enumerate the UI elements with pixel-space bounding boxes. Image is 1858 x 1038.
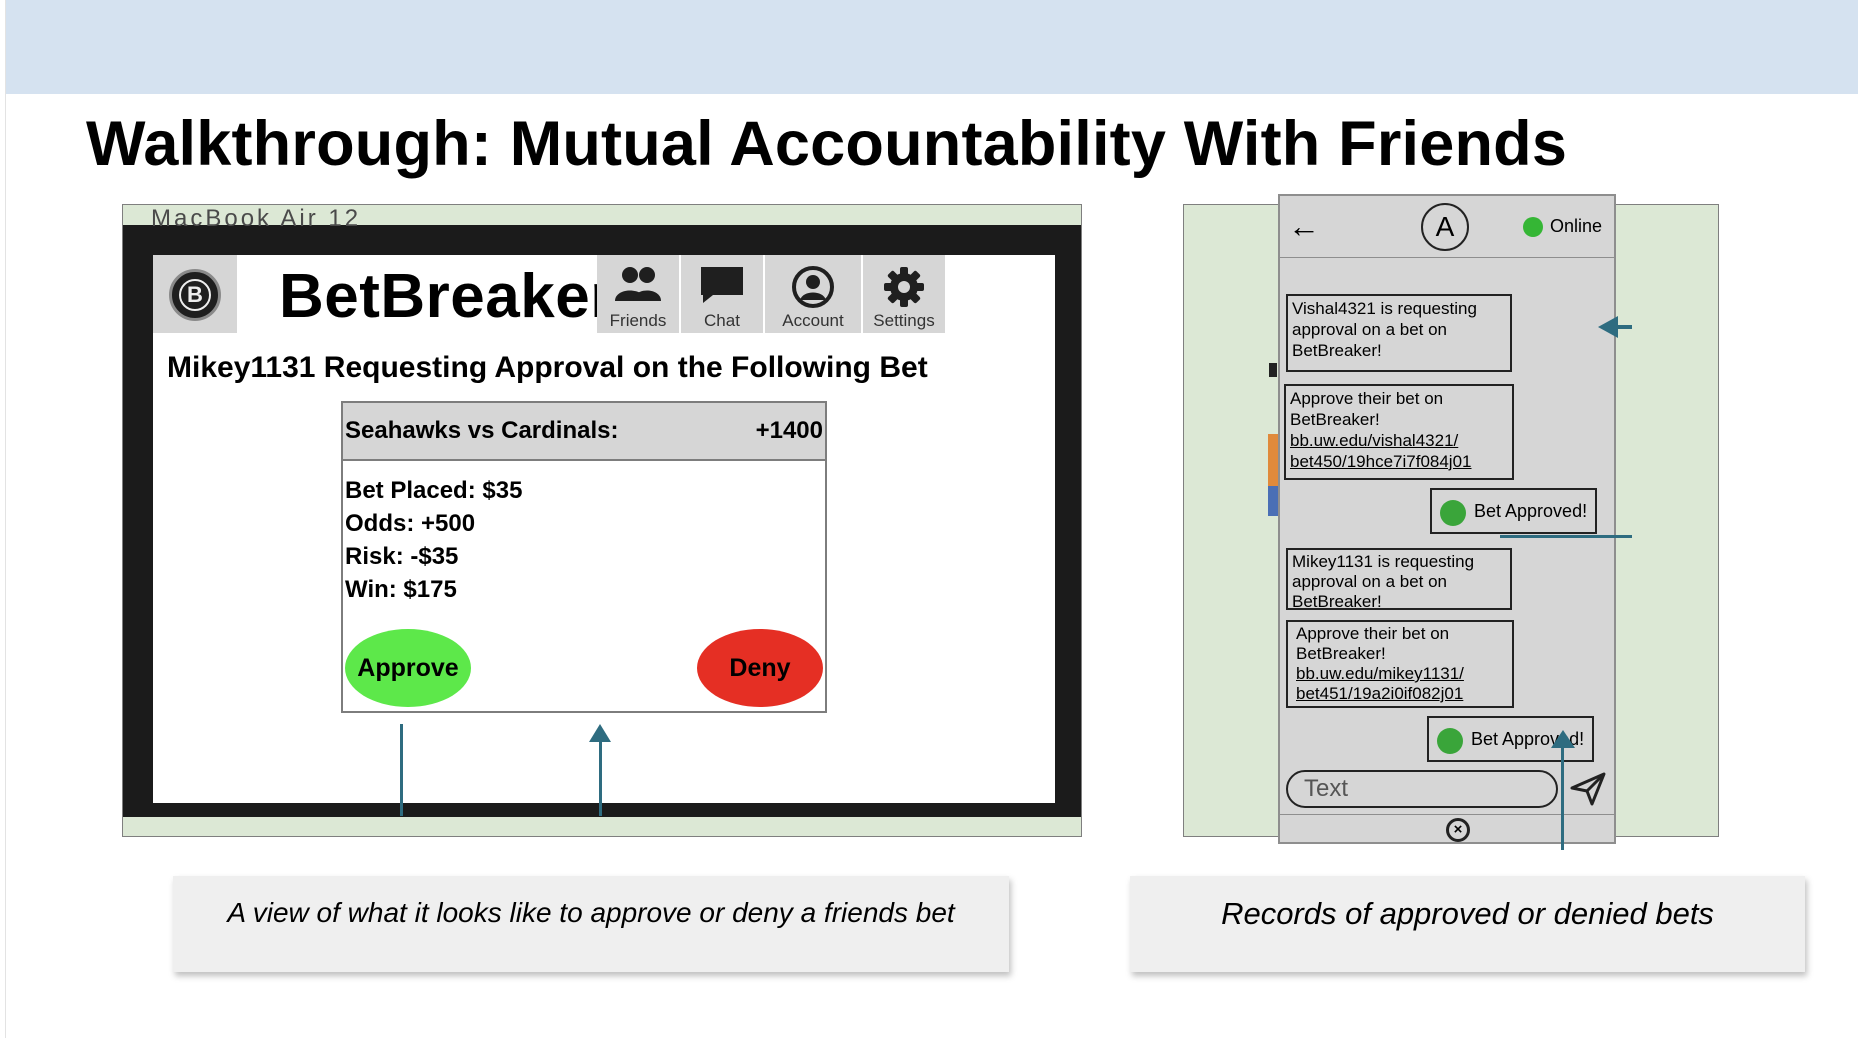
nav-friends-label: Friends	[609, 311, 667, 330]
message-line: BetBreaker!	[1290, 410, 1380, 429]
bet-odds: Odds: +500	[345, 510, 476, 537]
chat-message: Mikey1131 is requesting approval on a be…	[1286, 548, 1512, 611]
online-status-icon	[1523, 217, 1543, 237]
send-icon[interactable]	[1570, 772, 1606, 806]
edge-fragment-blue	[1268, 486, 1278, 516]
message-line: Vishal4321 is requesting	[1292, 299, 1477, 318]
bet-link[interactable]: bet451/19a2i0if082j01	[1296, 684, 1464, 703]
message-line: approval on a bet on	[1292, 320, 1448, 339]
slide-edge	[0, 0, 6, 1038]
left-caption: A view of what it looks like to approve …	[173, 876, 1009, 972]
account-icon	[792, 266, 834, 308]
nav-chat[interactable]: Chat	[681, 255, 763, 333]
chat-message: Approve their bet on BetBreaker! bb.uw.e…	[1284, 384, 1514, 480]
request-title: Mikey1131 Requesting Approval on the Fol…	[167, 351, 928, 384]
header-band	[6, 0, 1858, 94]
bet-total-odds: +1400	[755, 417, 823, 444]
device-watermark: MacBook Air 12	[151, 207, 362, 229]
chat-phone: ← A Online Vishal4321 is requesting appr…	[1278, 194, 1616, 844]
friends-icon	[615, 267, 661, 301]
bet-approved-message: Bet Approved!	[1430, 488, 1598, 534]
bet-link[interactable]: bb.uw.edu/vishal4321/	[1290, 431, 1459, 450]
annotation-line	[1500, 535, 1632, 538]
bet-match: Seahawks vs Cardinals:	[345, 417, 619, 444]
nav-settings[interactable]: Settings	[863, 255, 945, 333]
bet-link[interactable]: bb.uw.edu/mikey1131/	[1296, 664, 1464, 683]
bet-placed: Bet Placed: $35	[345, 477, 523, 504]
deny-button[interactable]: Deny	[697, 629, 823, 707]
message-line: Mikey1131 is requesting	[1292, 552, 1475, 571]
approved-status-icon	[1437, 728, 1463, 754]
nav-account[interactable]: Account	[765, 255, 861, 333]
logo-box[interactable]: B	[153, 255, 237, 333]
nav-friends[interactable]: Friends	[597, 255, 679, 333]
chat-message: Vishal4321 is requesting approval on a b…	[1286, 294, 1512, 372]
close-icon[interactable]: ×	[1446, 818, 1470, 842]
edge-fragment-orange	[1268, 434, 1278, 486]
message-input[interactable]: Text	[1286, 770, 1558, 808]
avatar[interactable]: A	[1421, 203, 1469, 251]
up-arrow-icon	[1551, 730, 1575, 748]
slide-title: Walkthrough: Mutual Accountability With …	[86, 109, 1568, 179]
annotation-arrow-line	[599, 738, 602, 816]
app-screen: B BetBreaker Friends Chat	[153, 255, 1055, 803]
app-header: B BetBreaker Friends Chat	[153, 255, 1055, 333]
bet-card-header: Seahawks vs Cardinals: +1400	[343, 403, 825, 461]
chat-message: Approve their bet on BetBreaker! bb.uw.e…	[1286, 620, 1514, 708]
right-caption: Records of approved or denied bets	[1130, 876, 1805, 972]
left-arrow-icon	[1598, 316, 1632, 338]
bet-win: Win: $175	[345, 576, 457, 603]
gear-icon	[884, 267, 924, 307]
message-line: Approve their bet on	[1290, 389, 1444, 408]
message-line: BetBreaker!	[1292, 592, 1382, 611]
approved-text: Bet Approved!	[1474, 501, 1588, 521]
bet-link[interactable]: bet450/19hce7i7f084j01	[1290, 452, 1472, 471]
chat-bottombar	[1280, 814, 1614, 842]
approve-button[interactable]: Approve	[345, 629, 471, 707]
chat-icon	[701, 267, 743, 303]
nav-account-label: Account	[782, 311, 844, 330]
bet-card: Seahawks vs Cardinals: +1400 Bet Placed:…	[341, 401, 827, 713]
annotation-arrow-line	[1561, 742, 1564, 850]
approved-status-icon	[1440, 500, 1466, 526]
nav-settings-label: Settings	[873, 311, 935, 330]
back-arrow-icon[interactable]: ←	[1288, 208, 1320, 244]
message-line: BetBreaker!	[1292, 341, 1382, 360]
online-status: Online	[1550, 216, 1603, 236]
edge-fragment	[1269, 363, 1277, 377]
chat-topbar: ← A Online	[1280, 196, 1614, 258]
up-arrow-icon	[589, 724, 611, 742]
bet-risk: Risk: -$35	[345, 543, 459, 570]
message-line: BetBreaker!	[1296, 644, 1386, 663]
betbreaker-logo-icon: B	[169, 269, 221, 321]
approval-screenshot-panel: MacBook Air 12 B BetBreaker Friends	[122, 204, 1082, 837]
nav-chat-label: Chat	[704, 311, 740, 330]
message-line: approval on a bet on	[1292, 572, 1448, 591]
annotation-line	[400, 724, 403, 816]
app-name: BetBreaker	[279, 262, 615, 331]
message-line: Approve their bet on	[1296, 624, 1450, 643]
